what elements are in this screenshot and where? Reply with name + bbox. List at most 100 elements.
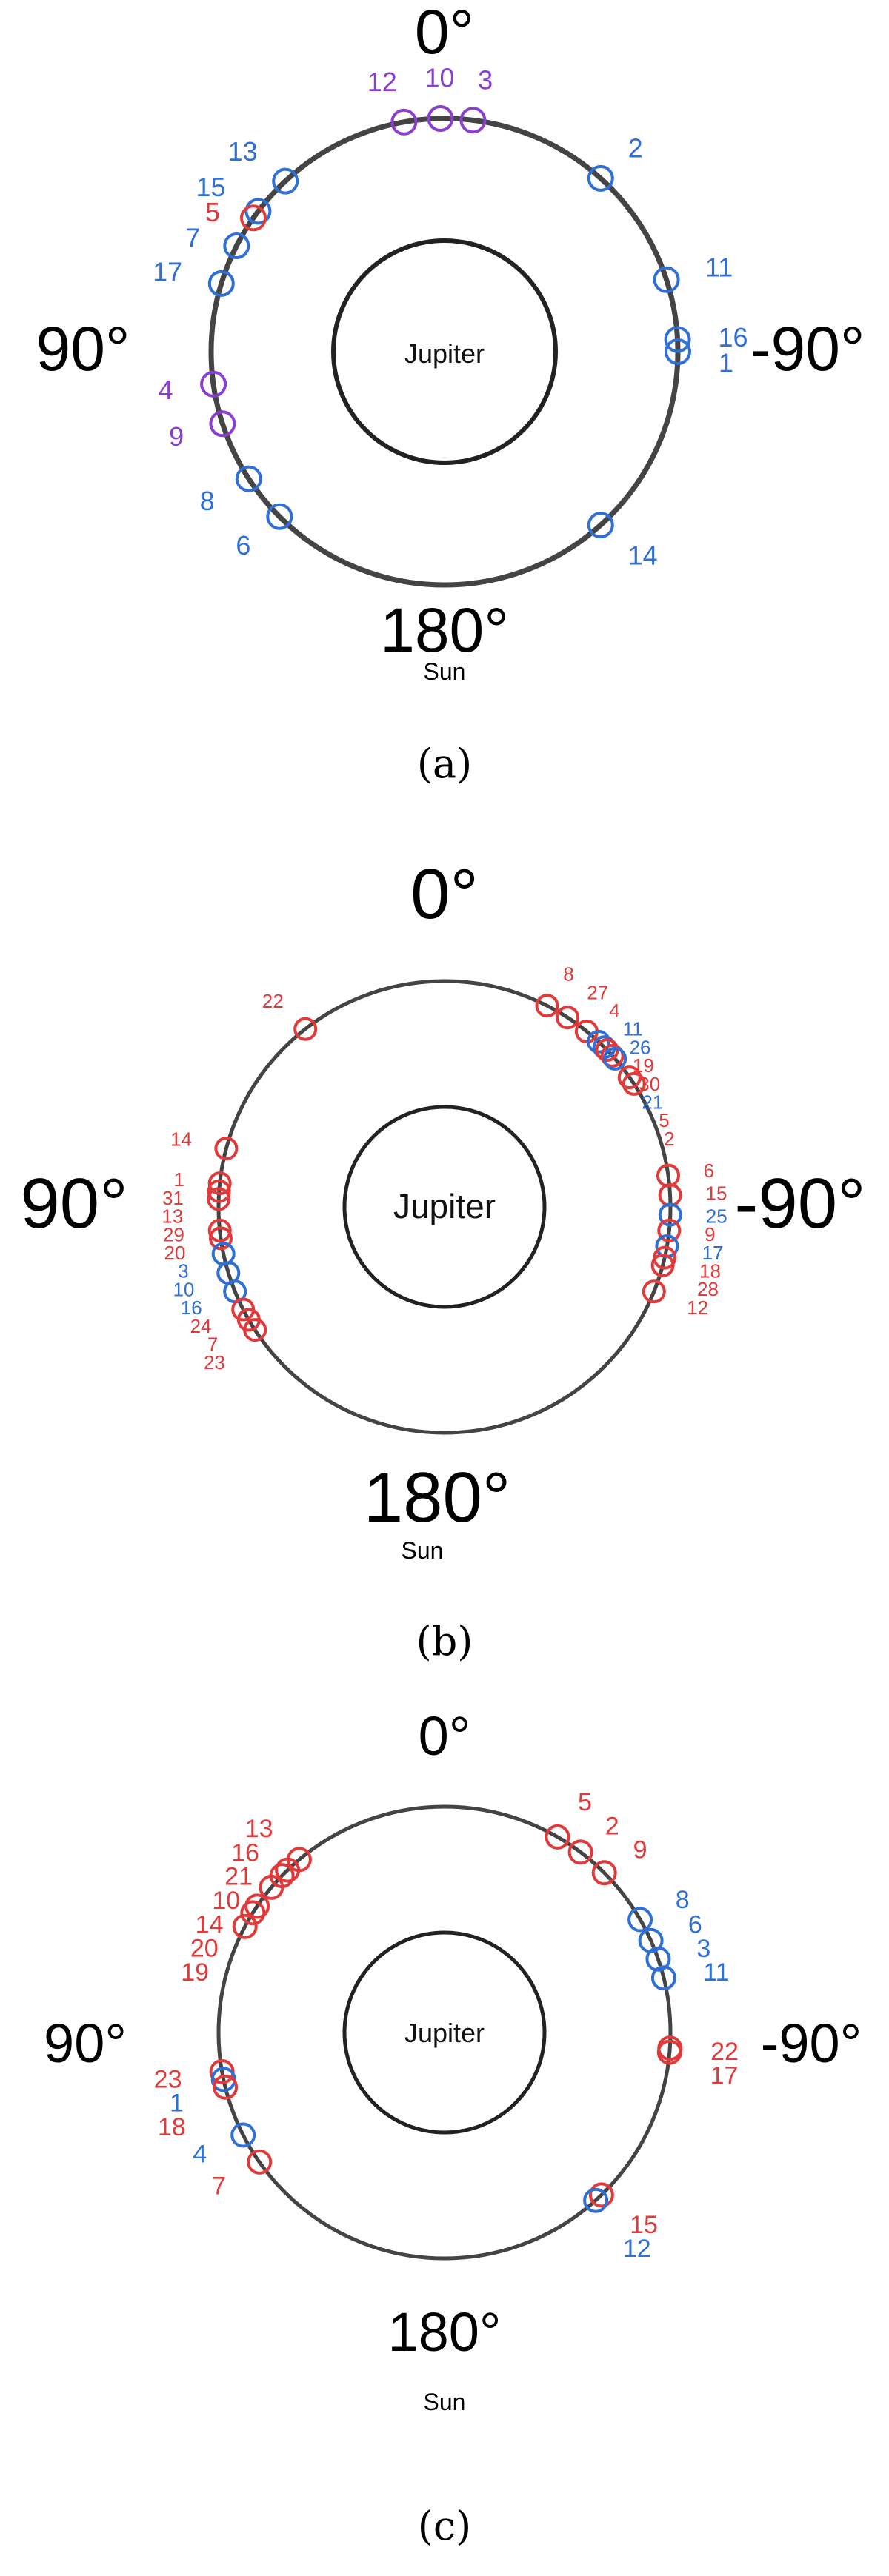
orbit-marker-label-14: 14 bbox=[170, 1128, 192, 1151]
panel-caption-c: (c) bbox=[418, 2503, 471, 2549]
orbit-marker-label-24: 24 bbox=[190, 1315, 212, 1337]
orbit-marker-7 bbox=[223, 232, 250, 259]
orbit-marker-label-5: 5 bbox=[578, 1788, 592, 1816]
sun-label: Sun bbox=[424, 2389, 466, 2415]
orbit-marker-label-10: 10 bbox=[173, 1278, 194, 1300]
orbit-marker-4 bbox=[200, 370, 227, 398]
orbit-marker-label-28: 28 bbox=[697, 1278, 719, 1300]
orbit-marker-11 bbox=[587, 1029, 610, 1054]
orbit-marker-label-30: 30 bbox=[639, 1073, 660, 1095]
orbit-marker-10 bbox=[427, 105, 454, 132]
angle-label-top: 0° bbox=[410, 854, 479, 934]
angle-label-left: 90° bbox=[44, 2013, 127, 2074]
panel-caption-a: (a) bbox=[417, 740, 472, 787]
orbit-marker-7 bbox=[247, 2149, 273, 2175]
orbit-marker-label-19: 19 bbox=[181, 1958, 209, 1987]
orbit-marker-label-18: 18 bbox=[699, 1260, 721, 1282]
orbit-marker-label-9: 9 bbox=[169, 421, 184, 452]
orbit-marker-label-4: 4 bbox=[609, 1000, 619, 1022]
orbit-marker-3 bbox=[459, 107, 487, 134]
orbit-marker-label-23: 23 bbox=[154, 2065, 182, 2093]
angle-label-bottom: 180° bbox=[387, 2301, 501, 2363]
orbit-marker-label-5: 5 bbox=[205, 197, 220, 227]
orbit-marker-16 bbox=[664, 326, 691, 353]
orbit-ring bbox=[216, 979, 673, 1435]
angle-label-top: 0° bbox=[415, 0, 474, 67]
orbit-marker-label-13: 13 bbox=[245, 1815, 273, 1843]
orbit-marker-21 bbox=[603, 1046, 627, 1071]
orbit-marker-label-8: 8 bbox=[200, 486, 215, 516]
orbit-marker-14 bbox=[214, 1137, 239, 1161]
orbit-marker-3 bbox=[645, 1946, 671, 1972]
planet-label: Jupiter bbox=[404, 2018, 485, 2048]
orbit-marker-label-1: 1 bbox=[173, 1168, 184, 1191]
orbit-marker-label-15: 15 bbox=[706, 1182, 727, 1205]
orbit-marker-label-15: 15 bbox=[196, 172, 225, 202]
orbit-marker-label-12: 12 bbox=[623, 2235, 651, 2263]
orbit-marker-label-3: 3 bbox=[178, 1260, 188, 1282]
orbit-marker-label-29: 29 bbox=[163, 1223, 184, 1245]
orbit-marker-label-15: 15 bbox=[630, 2211, 658, 2239]
orbit-marker-label-4: 4 bbox=[193, 2140, 207, 2168]
orbit-marker-1 bbox=[665, 338, 691, 365]
orbit-marker-label-3: 3 bbox=[696, 1935, 710, 1963]
orbit-marker-label-25: 25 bbox=[706, 1205, 727, 1227]
orbit-marker-13 bbox=[207, 1187, 231, 1211]
orbit-marker-label-13: 13 bbox=[162, 1205, 183, 1228]
orbit-marker-5 bbox=[545, 1824, 570, 1850]
angle-label-right: -90° bbox=[734, 1164, 865, 1243]
orbit-marker-label-16: 16 bbox=[719, 322, 748, 352]
orbit-marker-label-6: 6 bbox=[236, 530, 250, 561]
orbit-marker-14 bbox=[587, 512, 614, 539]
orbit-marker-label-11: 11 bbox=[703, 1958, 729, 1987]
orbit-marker-16 bbox=[275, 1857, 301, 1883]
jupiter-disc bbox=[342, 1105, 547, 1309]
jupiter-disc bbox=[342, 1930, 547, 2135]
orbit-marker-12 bbox=[642, 1279, 666, 1304]
planet-label: Jupiter bbox=[404, 338, 485, 369]
orbit-marker-9 bbox=[657, 1218, 682, 1242]
orbit-marker-14 bbox=[244, 1893, 270, 1919]
orbit-marker-label-21: 21 bbox=[224, 1863, 253, 1891]
orbit-marker-5 bbox=[617, 1065, 642, 1090]
orbit-marker-2 bbox=[622, 1071, 646, 1096]
sun-label: Sun bbox=[424, 658, 466, 685]
orbit-marker-label-31: 31 bbox=[162, 1187, 184, 1209]
orbit-marker-label-2: 2 bbox=[664, 1128, 674, 1150]
jupiter-disc bbox=[331, 238, 558, 465]
orbit-marker-label-7: 7 bbox=[185, 222, 200, 252]
orbit-marker-label-21: 21 bbox=[642, 1091, 663, 1114]
angle-label-right: -90° bbox=[761, 2013, 862, 2074]
orbit-marker-label-22: 22 bbox=[262, 990, 284, 1012]
orbit-marker-label-7: 7 bbox=[207, 1334, 218, 1356]
orbit-marker-8 bbox=[535, 994, 559, 1018]
orbit-marker-4 bbox=[230, 2122, 256, 2148]
orbit-marker-label-12: 12 bbox=[367, 67, 397, 97]
orbit-marker-2 bbox=[567, 1839, 593, 1865]
orbit-marker-label-11: 11 bbox=[623, 1018, 643, 1040]
orbit-marker-label-16: 16 bbox=[181, 1297, 202, 1319]
orbit-marker-label-14: 14 bbox=[196, 1910, 224, 1938]
orbit-marker-15 bbox=[244, 198, 272, 225]
orbit-marker-31 bbox=[207, 1179, 231, 1203]
orbit-marker-label-5: 5 bbox=[659, 1109, 669, 1131]
panel-b: Jupiter 0° 90° -90° 180° Sun 22827411261… bbox=[20, 854, 865, 1665]
orbit-marker-6 bbox=[266, 503, 293, 530]
orbit-marker-label-2: 2 bbox=[628, 133, 643, 164]
orbit-marker-17 bbox=[207, 270, 235, 297]
orbit-marker-label-9: 9 bbox=[705, 1223, 715, 1245]
markers-panel-b: 2282741126193021526152591718281214131132… bbox=[162, 963, 727, 1374]
orbit-marker-13 bbox=[272, 167, 299, 195]
orbit-marker-30 bbox=[600, 1043, 625, 1068]
orbit-marker-label-19: 19 bbox=[633, 1054, 654, 1077]
orbit-marker-10 bbox=[259, 1874, 284, 1900]
orbit-marker-label-26: 26 bbox=[630, 1036, 651, 1058]
orbit-marker-12 bbox=[583, 2187, 609, 2213]
orbit-marker-label-22: 22 bbox=[710, 2038, 739, 2066]
orbit-marker-8 bbox=[235, 465, 262, 492]
orbit-marker-label-12: 12 bbox=[687, 1297, 708, 1319]
orbit-marker-22 bbox=[293, 1017, 318, 1041]
angle-label-right: -90° bbox=[750, 314, 865, 384]
